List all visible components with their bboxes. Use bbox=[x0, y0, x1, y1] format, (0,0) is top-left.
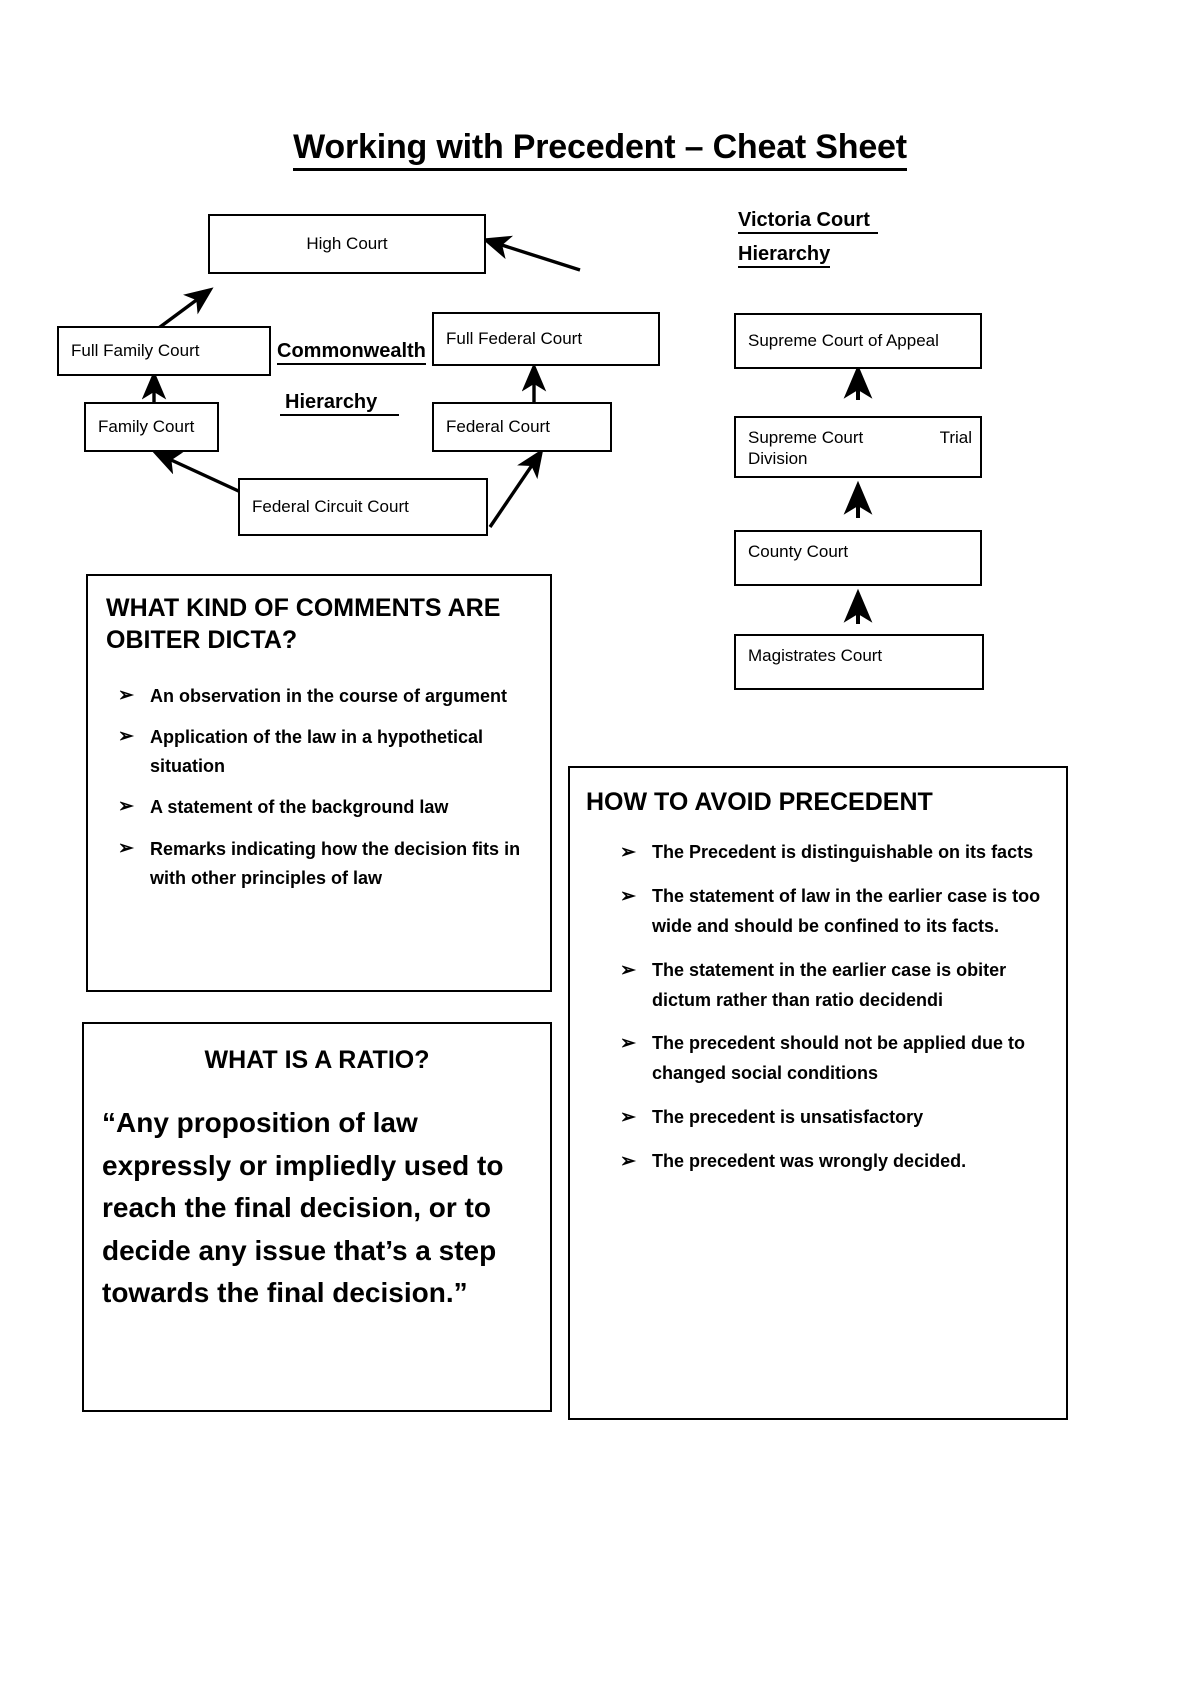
court-box-high-court: High Court bbox=[208, 214, 486, 274]
list-item-text: Application of the law in a hypothetical… bbox=[150, 727, 484, 777]
list-item-text: The precedent is unsatisfactory bbox=[652, 1107, 924, 1128]
avoid-bullet-list: ➢ The Precedent is distinguishable on it… bbox=[618, 838, 1048, 1177]
obiter-panel-title: WHAT KIND OF COMMENTS ARE OBITER DICTA? bbox=[106, 592, 526, 656]
list-item: ➢ The statement of law in the earlier ca… bbox=[618, 882, 1048, 942]
court-box-label-trial: Trial bbox=[939, 428, 972, 447]
avoid-panel-title: HOW TO AVOID PRECEDENT bbox=[586, 788, 933, 816]
court-box-label: Full Federal Court bbox=[446, 329, 583, 349]
bullet-arrow-icon: ➢ bbox=[620, 1107, 636, 1129]
victoria-hierarchy-heading-line2: Hierarchy bbox=[738, 243, 831, 268]
list-item-text: Remarks indicating how the decision fits… bbox=[150, 838, 521, 888]
court-box-label: Supreme Court of Appeal bbox=[748, 331, 939, 351]
obiter-panel-title-line2: OBITER DICTA? bbox=[106, 626, 298, 654]
list-item-text: The precedent should not be applied due … bbox=[652, 1033, 1026, 1084]
court-box-federal-court: Federal Court bbox=[432, 402, 612, 452]
list-item-text: The Precedent is distinguishable on its … bbox=[652, 842, 1034, 862]
bullet-arrow-icon: ➢ bbox=[620, 842, 636, 863]
ratio-panel-title: WHAT IS A RATIO? bbox=[204, 1046, 430, 1074]
bullet-arrow-icon: ➢ bbox=[620, 885, 636, 907]
list-item: ➢ The statement in the earlier case is o… bbox=[618, 956, 1048, 1016]
court-box-label: County Court bbox=[748, 542, 849, 561]
list-item: ➢ The precedent should not be applied du… bbox=[618, 1029, 1048, 1089]
list-item: ➢ Remarks indicating how the decision fi… bbox=[116, 835, 531, 893]
obiter-panel-title-line1: WHAT KIND OF COMMENTS ARE bbox=[106, 594, 501, 622]
court-box-family-court: Family Court bbox=[84, 402, 219, 452]
court-box-supreme-court-of-appeal: Supreme Court of Appeal bbox=[734, 313, 982, 369]
page-title: Working with Precedent – Cheat Sheet bbox=[0, 128, 1200, 171]
list-item: ➢ A statement of the background law bbox=[116, 793, 531, 822]
ratio-panel: WHAT IS A RATIO? “Any proposition of law… bbox=[82, 1022, 552, 1412]
bullet-arrow-icon: ➢ bbox=[620, 959, 636, 981]
court-box-label: Full Family Court bbox=[71, 341, 200, 361]
list-item: ➢ Application of the law in a hypothetic… bbox=[116, 723, 531, 781]
avoid-precedent-panel: HOW TO AVOID PRECEDENT ➢ The Precedent i… bbox=[568, 766, 1068, 1420]
bullet-arrow-icon: ➢ bbox=[118, 685, 134, 706]
victoria-heading-text-2: Hierarchy bbox=[738, 243, 831, 268]
court-box-label: Supreme Court bbox=[748, 428, 864, 447]
court-box-full-family-court: Full Family Court bbox=[57, 326, 271, 376]
victoria-heading-text-1: Victoria Court bbox=[738, 209, 878, 234]
page-title-text: Working with Precedent – Cheat Sheet bbox=[293, 128, 907, 171]
court-box-county-court: County Court bbox=[734, 530, 982, 586]
commonwealth-hierarchy-heading-line1: Commonwealth bbox=[277, 340, 426, 365]
list-item-text: The statement in the earlier case is obi… bbox=[652, 959, 1007, 1010]
court-box-magistrates-court: Magistrates Court bbox=[734, 634, 984, 690]
bullet-arrow-icon: ➢ bbox=[620, 1151, 636, 1172]
list-item-text: The statement of law in the earlier case… bbox=[652, 885, 1041, 936]
bullet-arrow-icon: ➢ bbox=[118, 796, 134, 818]
obiter-dicta-panel: WHAT KIND OF COMMENTS ARE OBITER DICTA? … bbox=[86, 574, 552, 992]
court-box-supreme-court-trial-division: Supreme Court Trial Division bbox=[734, 416, 982, 478]
victoria-hierarchy-heading-line1: Victoria Court bbox=[738, 209, 878, 234]
court-box-federal-circuit-court: Federal Circuit Court bbox=[238, 478, 488, 536]
list-item-text: An observation in the course of argument bbox=[150, 686, 508, 706]
commonwealth-hierarchy-heading-line2: Hierarchy bbox=[280, 391, 400, 416]
court-box-label: Federal Circuit Court bbox=[252, 497, 409, 517]
court-box-label: Federal Court bbox=[446, 417, 550, 437]
court-box-label: Family Court bbox=[98, 417, 195, 437]
court-box-label-division: Division bbox=[748, 449, 808, 469]
list-item: ➢ The Precedent is distinguishable on it… bbox=[618, 838, 1048, 868]
list-item-text: A statement of the background law bbox=[150, 797, 449, 818]
list-item: ➢ An observation in the course of argume… bbox=[116, 682, 531, 711]
list-item-text: The precedent was wrongly decided. bbox=[652, 1151, 967, 1171]
court-box-full-federal-court: Full Federal Court bbox=[432, 312, 660, 366]
commonwealth-heading-text-2: Hierarchy bbox=[280, 391, 400, 416]
bullet-arrow-icon: ➢ bbox=[118, 837, 134, 859]
bullet-arrow-icon: ➢ bbox=[118, 726, 134, 748]
ratio-panel-quote: “Any proposition of law expressly or imp… bbox=[102, 1107, 504, 1309]
court-box-label: High Court bbox=[306, 234, 388, 254]
list-item: ➢ The precedent was wrongly decided. bbox=[618, 1147, 1048, 1177]
bullet-arrow-icon: ➢ bbox=[620, 1033, 636, 1055]
court-box-label: Magistrates Court bbox=[748, 646, 883, 665]
commonwealth-heading-text-1: Commonwealth bbox=[277, 340, 426, 365]
list-item: ➢ The precedent is unsatisfactory bbox=[618, 1103, 1048, 1133]
obiter-bullet-list: ➢ An observation in the course of argume… bbox=[116, 682, 531, 893]
